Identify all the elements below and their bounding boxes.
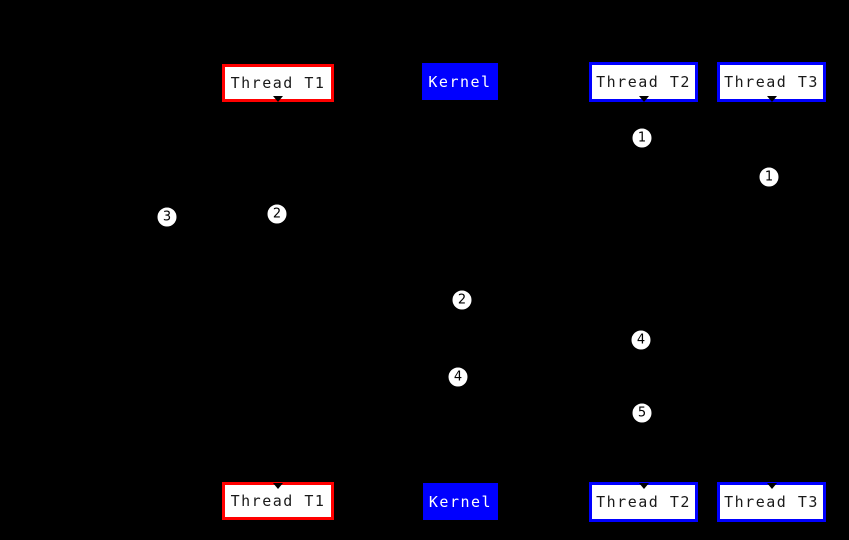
- node-kernel-top: Kernel: [422, 63, 498, 100]
- node-thread-t2-top: Thread T2: [589, 62, 698, 102]
- node-thread-t1-top: Thread T1: [222, 64, 334, 102]
- node-thread-t1-bottom: Thread T1: [222, 482, 334, 520]
- step-number: 5: [637, 405, 647, 421]
- step-marker: 2: [451, 289, 473, 311]
- step-number: 3: [162, 209, 172, 225]
- step-number: 1: [764, 169, 774, 185]
- node-thread-t2-bottom: Thread T2: [589, 482, 698, 522]
- arrowhead-tick: [273, 483, 283, 489]
- node-label: Thread T3: [724, 73, 819, 91]
- node-label: Thread T1: [230, 74, 326, 92]
- node-label: Thread T3: [724, 493, 819, 511]
- step-number: 2: [457, 292, 467, 308]
- node-label: Thread T2: [596, 493, 691, 511]
- node-label: Kernel: [428, 492, 493, 511]
- step-number: 4: [453, 369, 463, 385]
- node-label: Thread T1: [230, 492, 326, 510]
- step-marker: 5: [631, 402, 653, 424]
- step-marker: 4: [447, 366, 469, 388]
- arrowhead-tick: [766, 483, 777, 489]
- step-marker: 1: [631, 127, 653, 149]
- node-thread-t3-bottom: Thread T3: [717, 482, 826, 522]
- step-marker: 2: [266, 203, 288, 225]
- arrowhead-tick: [638, 483, 649, 489]
- arrowhead-tick: [766, 96, 777, 102]
- step-number: 1: [637, 130, 647, 146]
- arrowhead-tick: [273, 96, 283, 102]
- step-number: 4: [636, 332, 646, 348]
- arrowhead-tick: [638, 96, 649, 102]
- step-marker: 4: [630, 329, 652, 351]
- node-label: Thread T2: [596, 73, 691, 91]
- step-marker: 3: [156, 206, 178, 228]
- node-thread-t3-top: Thread T3: [717, 62, 826, 102]
- step-number: 2: [272, 206, 282, 222]
- node-kernel-bottom: Kernel: [423, 483, 498, 520]
- node-label: Kernel: [428, 72, 492, 91]
- step-marker: 1: [758, 166, 780, 188]
